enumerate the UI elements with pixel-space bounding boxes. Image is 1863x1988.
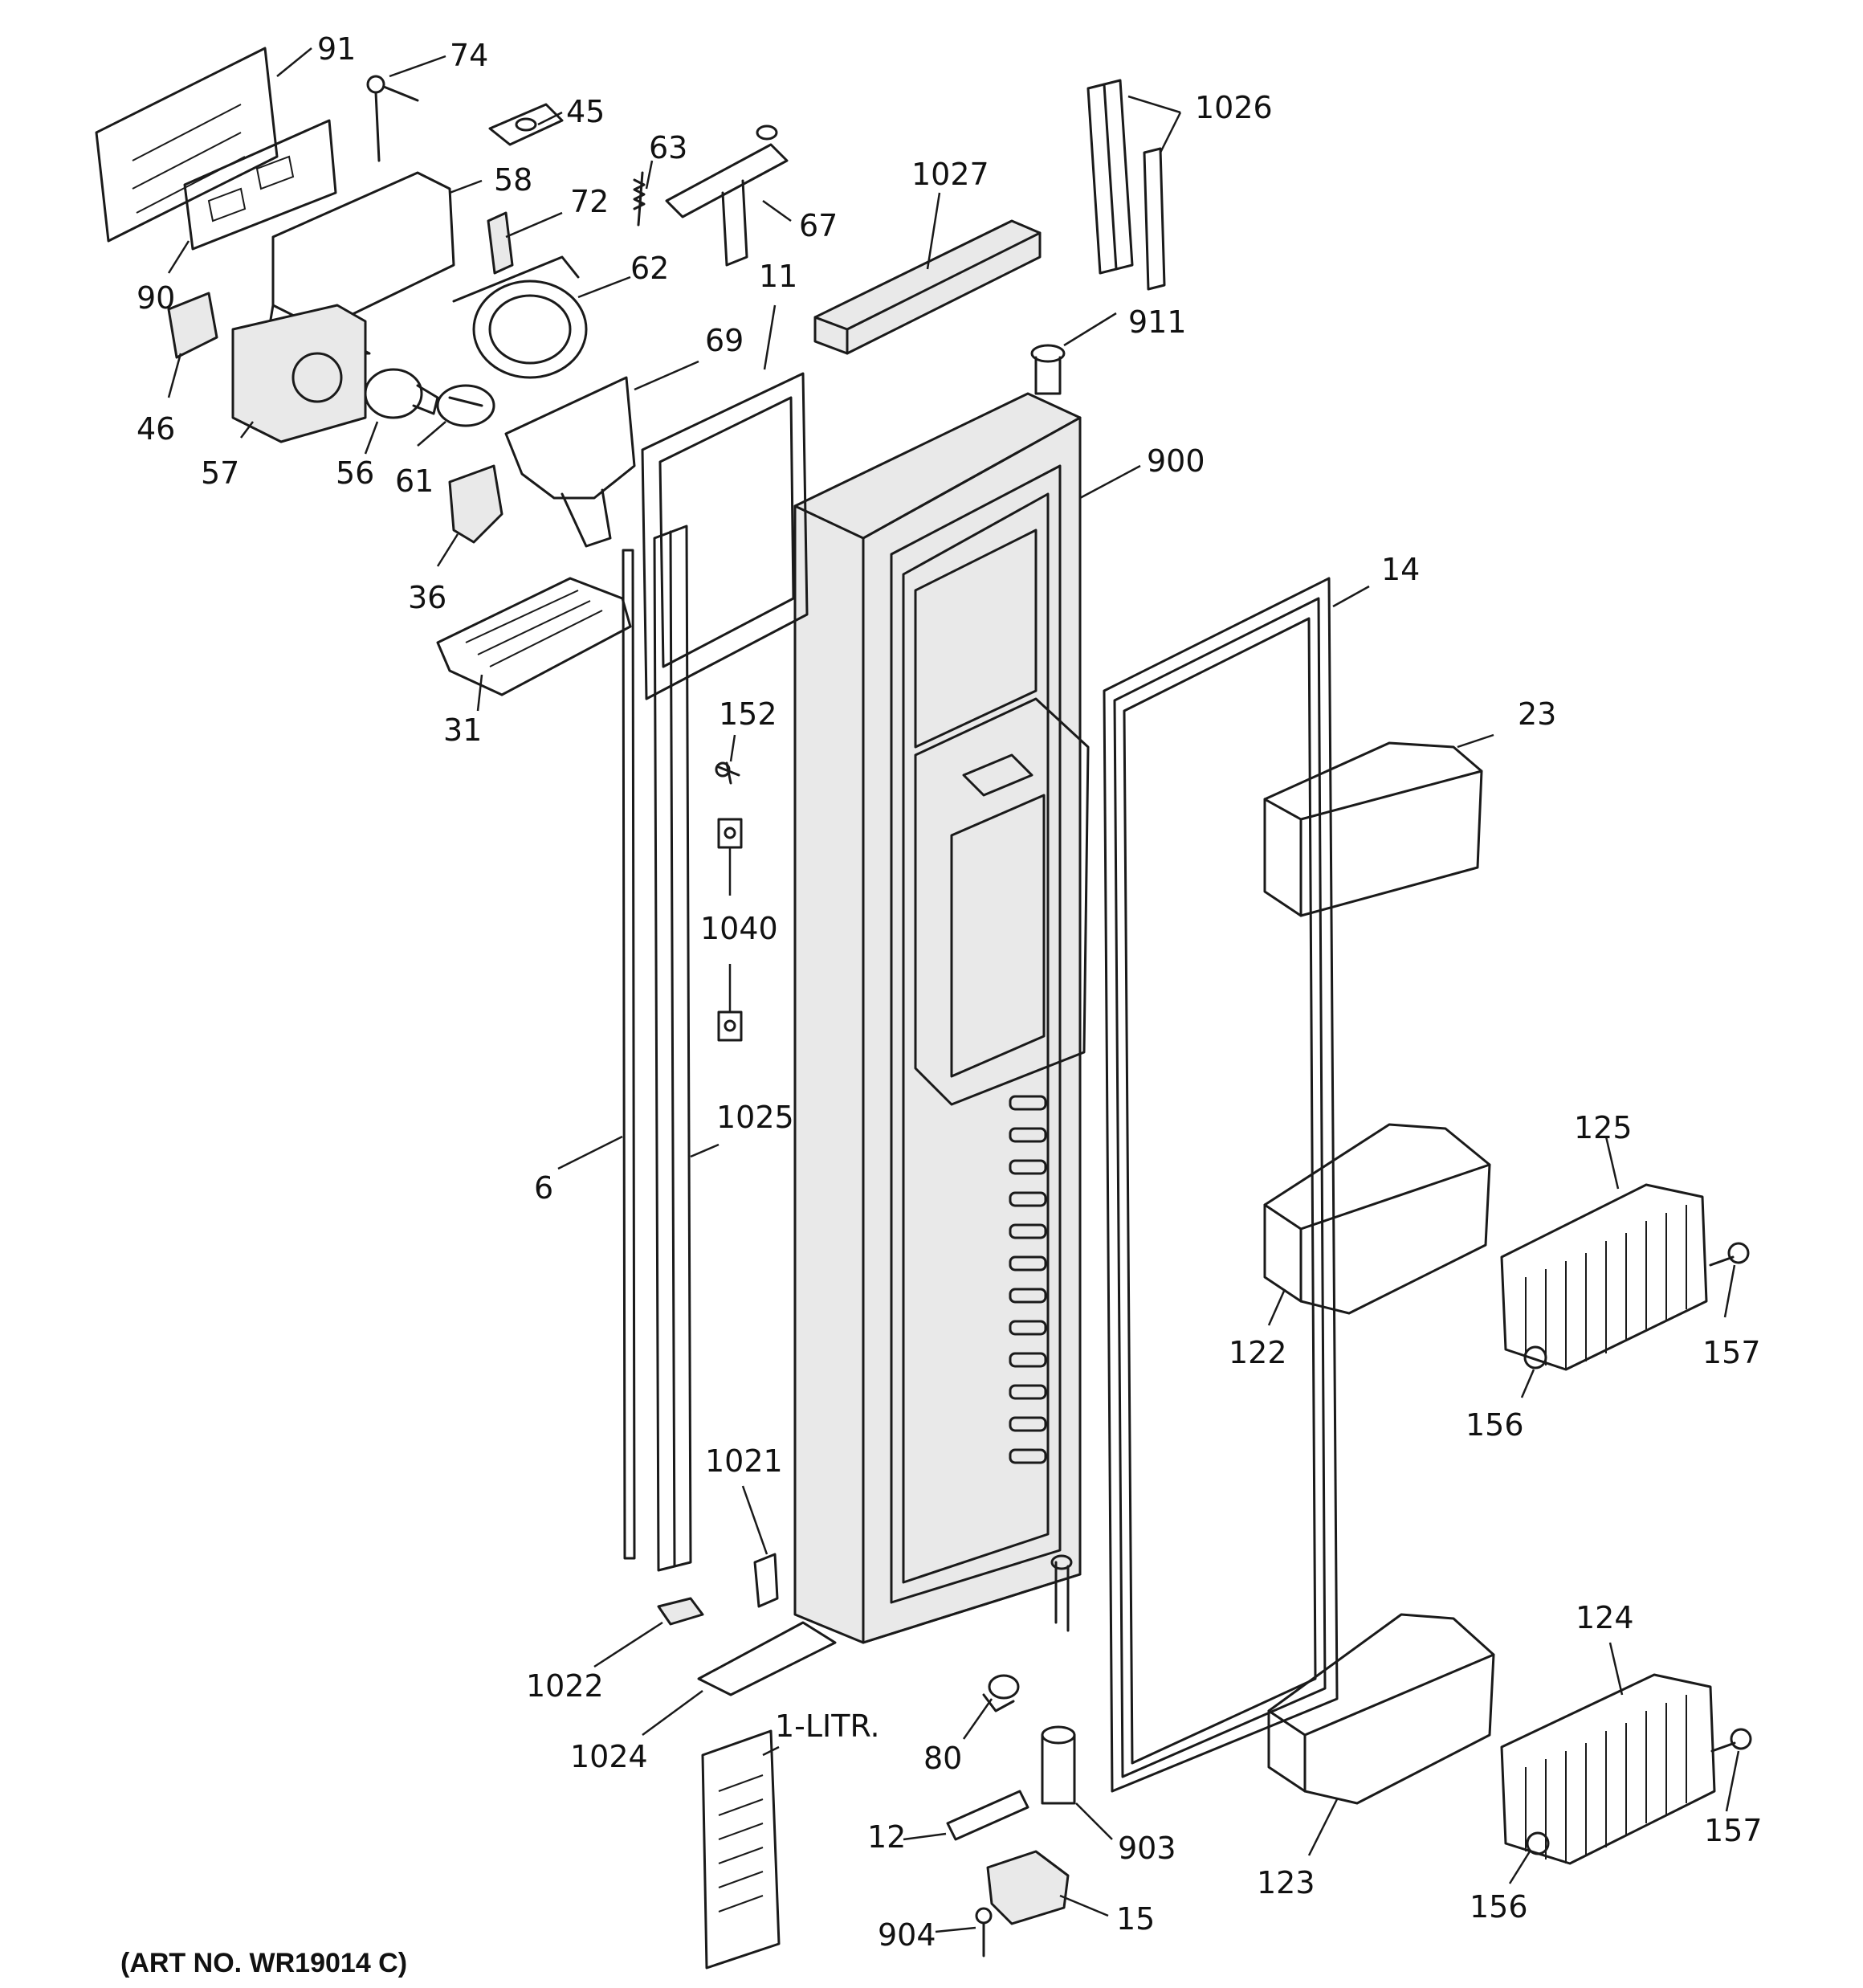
label-72: 72 — [570, 184, 609, 219]
drip-tray-31 — [436, 577, 632, 696]
actuator-67 — [665, 125, 789, 267]
art-number: (ART NO. WR19014 C) — [120, 1948, 408, 1978]
bearing-903 — [1041, 1725, 1076, 1805]
label-62: 62 — [630, 251, 670, 286]
label-61: 61 — [395, 463, 434, 499]
label-1026: 1026 — [1195, 90, 1273, 125]
label-904: 904 — [878, 1917, 936, 1953]
label-31: 31 — [443, 712, 483, 748]
door-gasket-14 — [1103, 577, 1339, 1793]
knob-156a — [1523, 1345, 1547, 1370]
label-152: 152 — [719, 696, 777, 732]
label-56: 56 — [336, 455, 375, 491]
label-63: 63 — [649, 130, 688, 165]
label-125: 125 — [1574, 1110, 1633, 1145]
label-157-upper: 157 — [1702, 1335, 1761, 1370]
label-23: 23 — [1518, 696, 1557, 732]
label-900: 900 — [1147, 443, 1205, 479]
label-91: 91 — [317, 31, 357, 67]
label-11: 11 — [759, 259, 798, 294]
label-1021: 1021 — [705, 1443, 783, 1479]
label-58: 58 — [494, 162, 533, 198]
hinge-12 — [946, 1790, 1029, 1841]
bin-23 — [1263, 741, 1483, 917]
label-6: 6 — [534, 1170, 554, 1206]
hinge-brackets-1040 — [717, 818, 743, 1042]
label-14: 14 — [1381, 552, 1421, 587]
bin-123 — [1267, 1613, 1495, 1805]
clip-45 — [488, 103, 564, 146]
mullion-rail-1025 — [653, 525, 692, 1572]
dispenser-cover-57 — [231, 304, 367, 443]
basket-125 — [1500, 1183, 1708, 1371]
knob-157a — [1709, 1242, 1750, 1267]
funnel-69 — [504, 376, 636, 548]
door-assembly-900 — [793, 392, 1090, 1644]
spring-63 — [633, 171, 646, 227]
solenoid-36 — [448, 464, 503, 544]
label-36: 36 — [408, 580, 447, 615]
label-156-lower: 156 — [1470, 1889, 1528, 1925]
shelf-clips — [1009, 1095, 1047, 1464]
plug-80 — [982, 1674, 1020, 1712]
label-80: 80 — [923, 1741, 963, 1776]
label-903: 903 — [1118, 1831, 1176, 1866]
label-124: 124 — [1576, 1600, 1634, 1635]
channel-1026 — [1086, 79, 1166, 291]
screw-904 — [975, 1907, 993, 1957]
bracket-1024 — [697, 1621, 837, 1696]
label-45: 45 — [566, 94, 605, 129]
label-15: 15 — [1116, 1901, 1156, 1937]
label-57: 57 — [201, 455, 240, 491]
label-911: 911 — [1128, 304, 1187, 340]
label-1022: 1022 — [526, 1668, 604, 1704]
basket-124 — [1500, 1673, 1716, 1865]
label-12: 12 — [867, 1819, 907, 1855]
auger-61 — [436, 384, 495, 427]
knob-157b — [1710, 1728, 1752, 1753]
label-1040: 1040 — [700, 911, 778, 946]
clip-1022 — [657, 1597, 704, 1626]
cover-15 — [986, 1850, 1070, 1925]
screw-152 — [715, 761, 740, 785]
bushing-911 — [1030, 344, 1066, 395]
gear-62 — [452, 255, 588, 379]
label-122: 122 — [1229, 1335, 1287, 1370]
control-panel-91 — [95, 47, 279, 243]
leader-lines — [167, 47, 1740, 1933]
door-top-cap-1027 — [813, 219, 1042, 355]
label-67: 67 — [799, 208, 838, 243]
motor-56 — [364, 368, 439, 419]
label-123: 123 — [1257, 1865, 1315, 1900]
rod-6 — [622, 549, 636, 1560]
control-board-90 — [183, 119, 337, 251]
label-46: 46 — [137, 411, 176, 447]
label-1024: 1024 — [570, 1739, 648, 1774]
bracket-1021 — [753, 1553, 779, 1608]
label-69: 69 — [705, 323, 744, 358]
label-1-litr: 1-LITR. — [775, 1708, 880, 1744]
dispenser-trim-11 — [641, 372, 809, 700]
label-1-litr — [701, 1729, 781, 1970]
coil-74 — [366, 75, 419, 162]
bin-122 — [1263, 1123, 1491, 1315]
label-157-lower: 157 — [1704, 1813, 1763, 1848]
label-90: 90 — [137, 280, 176, 316]
label-1025: 1025 — [716, 1100, 794, 1135]
label-156-upper: 156 — [1466, 1407, 1524, 1443]
switch-72 — [487, 211, 514, 275]
knob-156b — [1526, 1831, 1550, 1855]
label-1027: 1027 — [911, 157, 989, 192]
switch-46 — [167, 292, 218, 359]
label-74: 74 — [450, 38, 489, 73]
